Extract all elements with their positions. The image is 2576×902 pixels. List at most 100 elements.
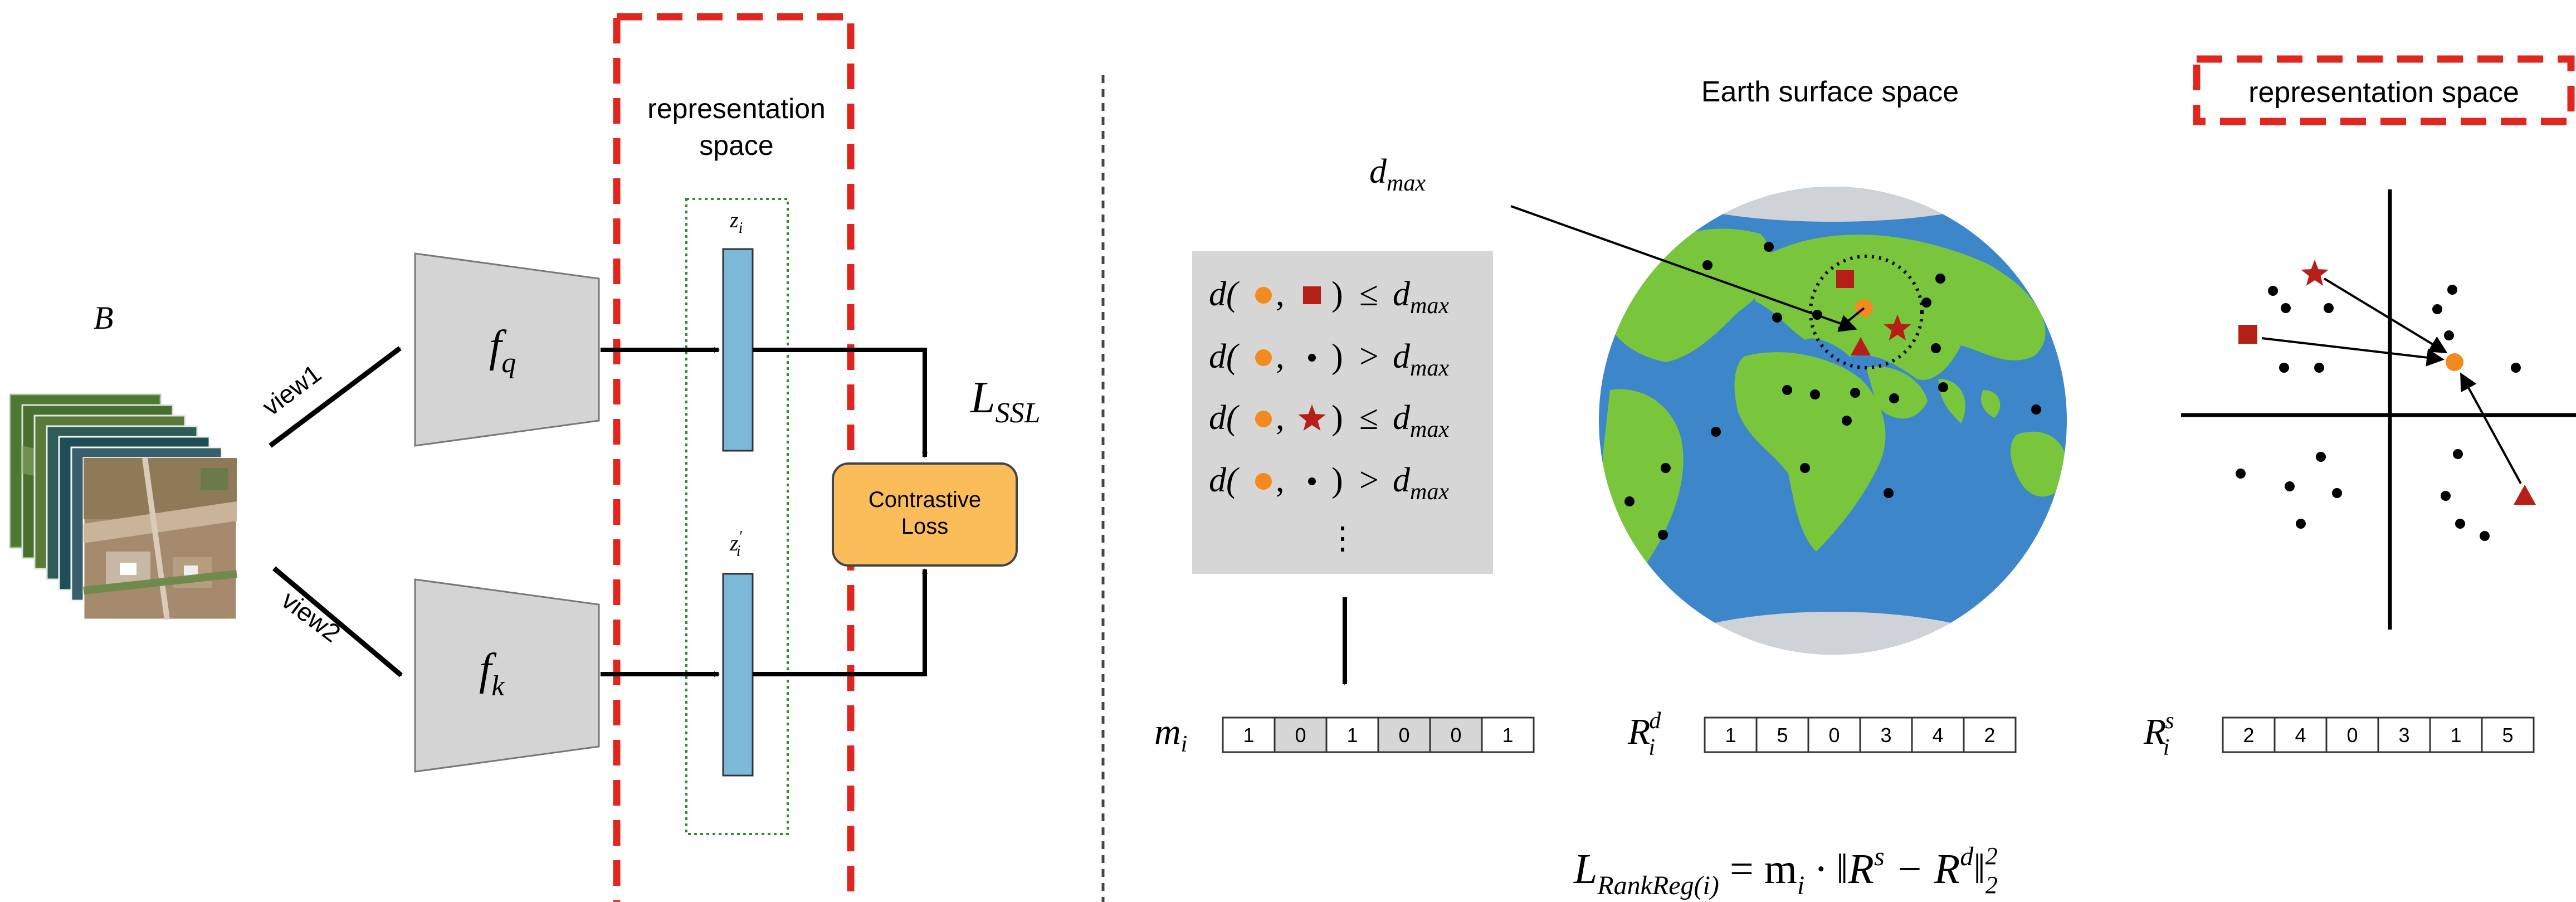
condition-d: d( [1209, 275, 1240, 313]
condition-operator: ≤ [1359, 275, 1378, 313]
representation-space-title: representation space [2248, 76, 2519, 109]
globe-black-dot [1661, 463, 1671, 473]
condition-operator: > [1359, 338, 1379, 376]
vector-cell: 1 [1704, 716, 1758, 753]
vector-cell-value: 4 [1932, 724, 1943, 747]
condition-red-star [1298, 404, 1326, 431]
condition-black-dot [1308, 354, 1316, 362]
rep-points [2236, 285, 2521, 541]
vector-cell-value: 1 [1725, 724, 1736, 747]
embedding-container [685, 198, 789, 835]
vector-cell: 1 [2429, 716, 2483, 753]
embedding-bar-z-i-prime [722, 573, 754, 777]
vector-cell-value: 1 [1346, 724, 1358, 747]
rep-square-arrow [2261, 337, 2445, 367]
condition-dmax: dmax [1393, 338, 1449, 381]
vector-cell-value: 3 [1880, 724, 1891, 747]
globe-black-dot [1889, 393, 1899, 403]
representation-space-label-line1: representation [647, 93, 826, 124]
z-i-prime-to-loss-arrow [753, 568, 928, 676]
condition-dmax: dmax [1393, 275, 1449, 319]
distance-condition-row: d(,)>dmax [1209, 338, 1449, 381]
globe-black-dot [1921, 298, 1931, 308]
red-square-marker [1836, 270, 1854, 288]
vector-cell: 1 [1481, 716, 1535, 753]
encoder-q-trapezoid [414, 252, 600, 447]
globe-black-dot [2031, 404, 2041, 415]
condition-black-dot [1308, 477, 1316, 485]
vector-cell-value: 1 [1243, 724, 1254, 747]
rep-black-dot [2432, 304, 2442, 314]
vector-cell-value: 0 [1450, 724, 1461, 747]
rep-black-dot [2296, 519, 2306, 529]
rep-black-dot [2455, 519, 2465, 529]
z-i-label: zi [729, 207, 743, 237]
contrastive-loss-label-line2: Loss [901, 514, 949, 539]
vector-cell-value: 0 [1295, 724, 1306, 747]
representation-space-label-line2: space [699, 130, 773, 161]
vector-cell: 4 [1911, 716, 1965, 753]
condition-close: ) [1331, 399, 1343, 437]
condition-d: d( [1209, 461, 1240, 499]
rep-black-dot [2511, 363, 2521, 373]
rep-black-dot [2447, 285, 2457, 295]
condition-close: ) [1331, 275, 1343, 313]
rep-triangle-arrow [2460, 372, 2522, 484]
vector-cell: 0 [1274, 716, 1328, 753]
vector-cell: 1 [1325, 716, 1379, 753]
distance-condition-row: d(,)≤dmax [1209, 399, 1449, 442]
vector-cell-value: 5 [2502, 724, 2513, 747]
rep-star-arrow [2323, 277, 2448, 354]
condition-operator: ≤ [1359, 399, 1378, 437]
vector-cell: 2 [1963, 716, 2017, 753]
right-panel: dmax d(,)≤dmaxd(,)>dmaxd(,)≤dmaxd(,)>dma… [1154, 55, 2576, 900]
vector-cell: 0 [1377, 716, 1431, 753]
rep-red-square-marker [2238, 325, 2257, 344]
vector-cell-value: 4 [2295, 724, 2306, 747]
globe-black-dot [1884, 488, 1894, 498]
globe-black-dot [1810, 389, 1820, 399]
rep-red-triangle-marker [2514, 485, 2536, 505]
rep-black-dot [2281, 303, 2291, 313]
condition-operator: > [1359, 461, 1379, 499]
condition-red-square [1303, 286, 1321, 304]
earth-globe [1510, 187, 2067, 655]
vector-cell-value: 1 [1502, 724, 1513, 747]
left-panel: B [9, 13, 1040, 902]
globe-black-dot [1624, 496, 1635, 506]
representation-space-title-box [2193, 55, 2575, 125]
rep-black-dot [2480, 531, 2490, 541]
encoder-k-trapezoid [414, 578, 600, 773]
rep-anchor-orange-dot [2446, 353, 2463, 371]
d-max-pointer [1510, 205, 1857, 332]
vector-cell: 2 [2222, 716, 2276, 753]
condition-d: d( [1209, 338, 1240, 376]
globe-black-dot [1702, 260, 1713, 270]
rep-black-dot [2453, 449, 2463, 459]
condition-comma: , [1276, 275, 1285, 313]
globe-black-dot [1782, 385, 1792, 395]
condition-orange-dot [1255, 349, 1272, 366]
d-max-label: dmax [1369, 153, 1426, 196]
rep-black-dot [2444, 330, 2454, 340]
condition-orange-dot [1255, 411, 1272, 427]
d-max-radius-line [1837, 307, 1865, 330]
rep-black-dot [2324, 303, 2334, 313]
encoder-k-label: fk [479, 645, 505, 702]
globe-black-dot [1711, 427, 1721, 437]
condition-d: d( [1209, 399, 1240, 437]
batch-label: B [94, 300, 113, 336]
globe-black-dot [1800, 463, 1810, 473]
rep-black-dot [2236, 469, 2246, 479]
vector-cell: 0 [1807, 716, 1861, 753]
vector-cell-value: 0 [1828, 724, 1840, 747]
vector-cell: 3 [1859, 716, 1913, 753]
z-i-to-loss-arrow [753, 348, 928, 458]
